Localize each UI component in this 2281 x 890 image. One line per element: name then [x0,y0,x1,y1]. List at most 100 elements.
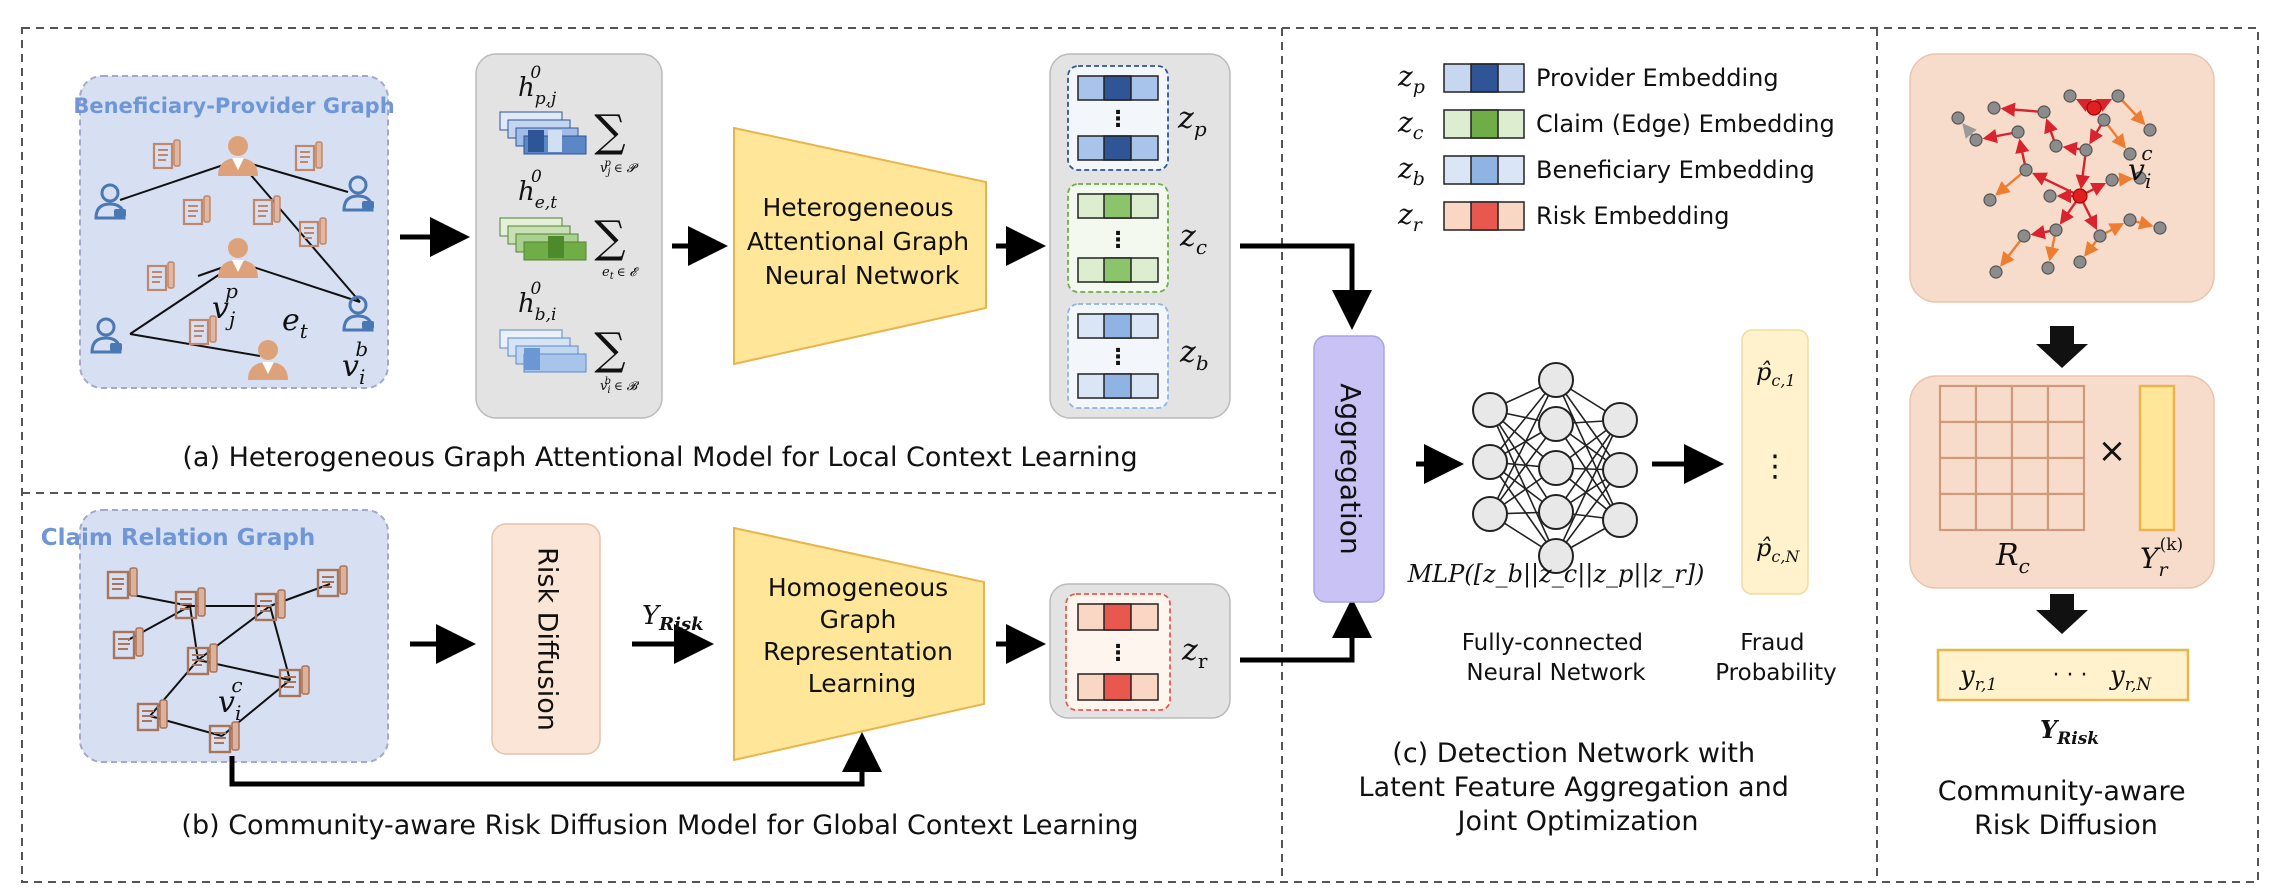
rc-cell [2046,492,2086,532]
community-edge [2000,102,2039,117]
legend-swatch-center [1470,63,1499,93]
legend-swatch-center [1470,201,1499,231]
community-edge [2104,223,2125,237]
hagnn-label: Heterogeneous Attentional Graph Neural N… [747,193,977,290]
community-edge [2095,98,2113,112]
vb-label: vib [342,337,368,389]
community-node [2043,189,2057,203]
legend-label: Risk Embedding [1536,202,1730,230]
community-vc-label: vic [2128,141,2153,193]
nn-edge [1489,423,1557,515]
legend-swatch-center [1470,155,1499,185]
down-arrow [2036,594,2088,634]
panel-d: vic × Rc Yr(k) yr,1 · · · yr,N YRisk Com… [1909,53,2215,841]
community-node [2153,221,2167,235]
rc-cell [1974,420,2014,460]
community-node [1969,133,1983,147]
community-edge [2075,155,2090,190]
community-node [2011,125,2025,139]
sum-e-index: et∈ 𝓔 [602,265,639,282]
rc-matrix [1938,384,2086,532]
nn-neuron [1472,392,1508,428]
nn-neuron [1602,452,1638,488]
community-edge [2000,239,2022,267]
fc-nn-label: Fully-connected Neural Network [1462,630,1651,686]
community-edge [2059,200,2078,225]
y-risk-label: YRisk [642,601,704,635]
community-edge [1995,172,2023,196]
vc-label: vic [218,673,243,725]
community-node [2143,123,2157,137]
rc-cell [1974,492,2014,532]
rc-label: Rc [1995,538,2030,578]
community-edge [2044,118,2058,141]
y-risk-bottom-label: YRisk [2040,715,2099,749]
nn-neuron [1472,496,1508,532]
community-node [2049,223,2063,237]
community-edge [2084,240,2099,257]
nn-edge [1489,379,1557,515]
h-p-label: hp,j0 [518,63,557,109]
risk-diffusion-box [491,523,601,755]
zr-embedding: ⋮ [1077,603,1159,701]
rc-cell [1938,456,1978,496]
community-edge [2135,215,2154,230]
zb-embedding: ⋮ [1077,313,1159,399]
rc-cell [2046,456,2086,496]
community-edge [1962,123,1977,139]
h-b-label: hb,i0 [518,279,556,325]
community-node [2049,139,2063,153]
community-node [2073,255,2087,269]
nn-neuron [1538,450,1574,486]
community-node [2123,147,2137,161]
nn-edge [1489,461,1557,557]
community-node [2093,229,2107,243]
y-r-1: yr,1 [1959,661,1997,695]
rc-cell [2010,420,2050,460]
svg-text:⋮: ⋮ [1107,641,1129,666]
nn-neuron [1602,502,1638,538]
fraud-probability-box [1741,329,1809,595]
nn-edge [1555,419,1621,557]
community-node [2133,171,2147,185]
svg-text:⋮: ⋮ [1107,228,1129,253]
aggregation-label: Aggregation [1334,383,1367,554]
community-edge [2121,99,2146,126]
rc-cell [1974,456,2014,496]
provider-init-stack [499,111,587,155]
beneficiary-init-stack [499,329,587,373]
sum-b: ∑ [594,324,625,375]
rc-cell [2046,420,2086,460]
zc-to-aggregation-arrow [1240,243,1372,330]
rc-cell [2046,384,2086,424]
y-r-n: yr,N [2109,661,2152,695]
legend-label: Claim (Edge) Embedding [1536,110,1835,138]
community-node [2079,143,2093,157]
panel-a: Beneficiary-Provider Graph vjp et vib [73,53,1231,473]
hagnn-block [733,126,987,366]
community-node [2063,89,2077,103]
community-edge [2106,124,2126,149]
community-edge [2089,124,2103,145]
nn-edge [1555,423,1621,521]
community-edge [2084,182,2107,196]
community-graph [1951,89,2167,279]
et-label: et [282,303,309,343]
community-edge [1982,128,2013,144]
zp-label: zp [1177,101,1207,141]
panel-b-caption: (b) Community-aware Risk Diffusion Model… [181,810,1138,841]
community-node [1983,193,1997,207]
rc-cell [1938,420,1978,460]
community-node [2041,261,2055,275]
legend-symbol: zr [1397,198,1424,236]
mlp-formula: MLP([z_b||z_c||z_p||z_r]) [1407,560,1705,589]
community-node [1951,111,1965,125]
community-node [2019,163,2033,177]
nn-neuron [1602,402,1638,438]
y-risk-vector [1936,648,2190,702]
claim-graph-title: Claim Relation Graph [41,525,316,551]
